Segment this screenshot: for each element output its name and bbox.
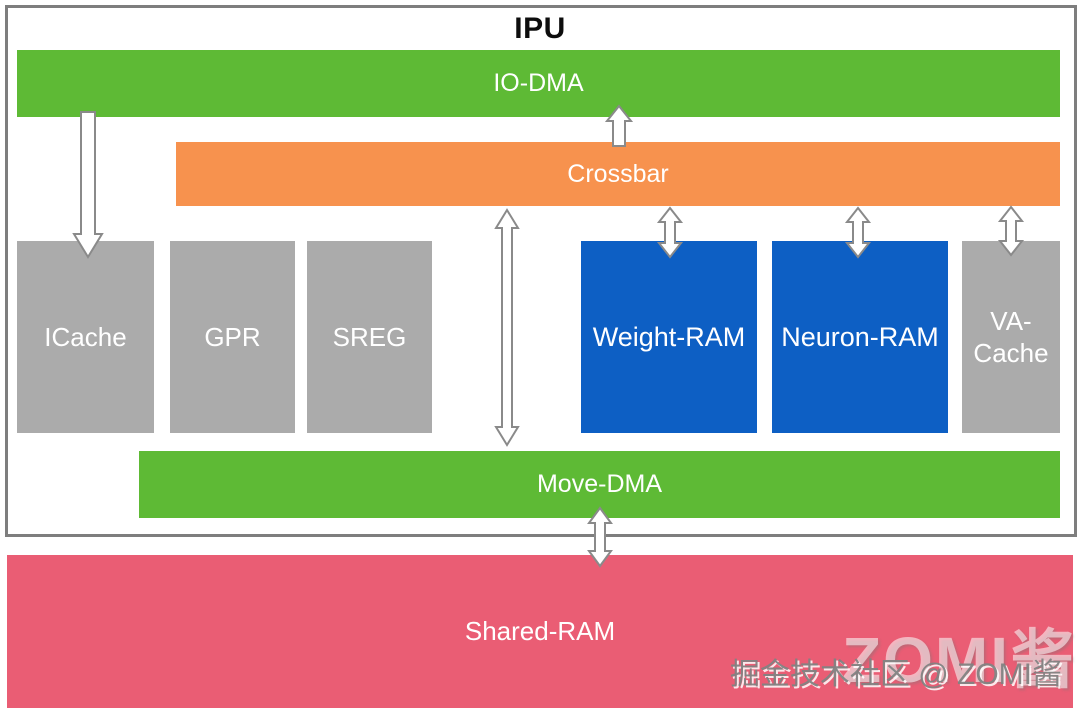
va-cache-block: VA-Cache [962, 241, 1060, 433]
va-cache-label: VA-Cache [973, 305, 1049, 369]
crossbar-block: Crossbar [176, 142, 1060, 206]
gpr-block: GPR [170, 241, 295, 433]
icache-label: ICache [44, 321, 127, 352]
diagram-title: IPU [514, 12, 566, 45]
crossbar-label: Crossbar [567, 159, 669, 188]
io-dma-block: IO-DMA [17, 50, 1060, 117]
shared-ram-block: Shared-RAM [7, 555, 1073, 708]
move-dma-block: Move-DMA [139, 451, 1060, 518]
io-dma-label: IO-DMA [493, 69, 584, 97]
gpr-label: GPR [204, 321, 261, 352]
neuron-ram-label: Neuron-RAM [781, 321, 939, 352]
weight-ram-block: Weight-RAM [581, 241, 757, 433]
watermark-large: ZOMI酱 [842, 624, 1076, 696]
shared-ram-label: Shared-RAM [464, 616, 616, 646]
sreg-label: SREG [332, 321, 407, 352]
neuron-ram-block: Neuron-RAM [772, 241, 948, 433]
weight-ram-label: Weight-RAM [592, 321, 746, 352]
icache-block: ICache [17, 241, 154, 433]
move-dma-label: Move-DMA [536, 470, 662, 498]
watermark-small: 掘金技术社区 @ ZOMI酱 [729, 658, 1062, 691]
sreg-block: SREG [307, 241, 432, 433]
